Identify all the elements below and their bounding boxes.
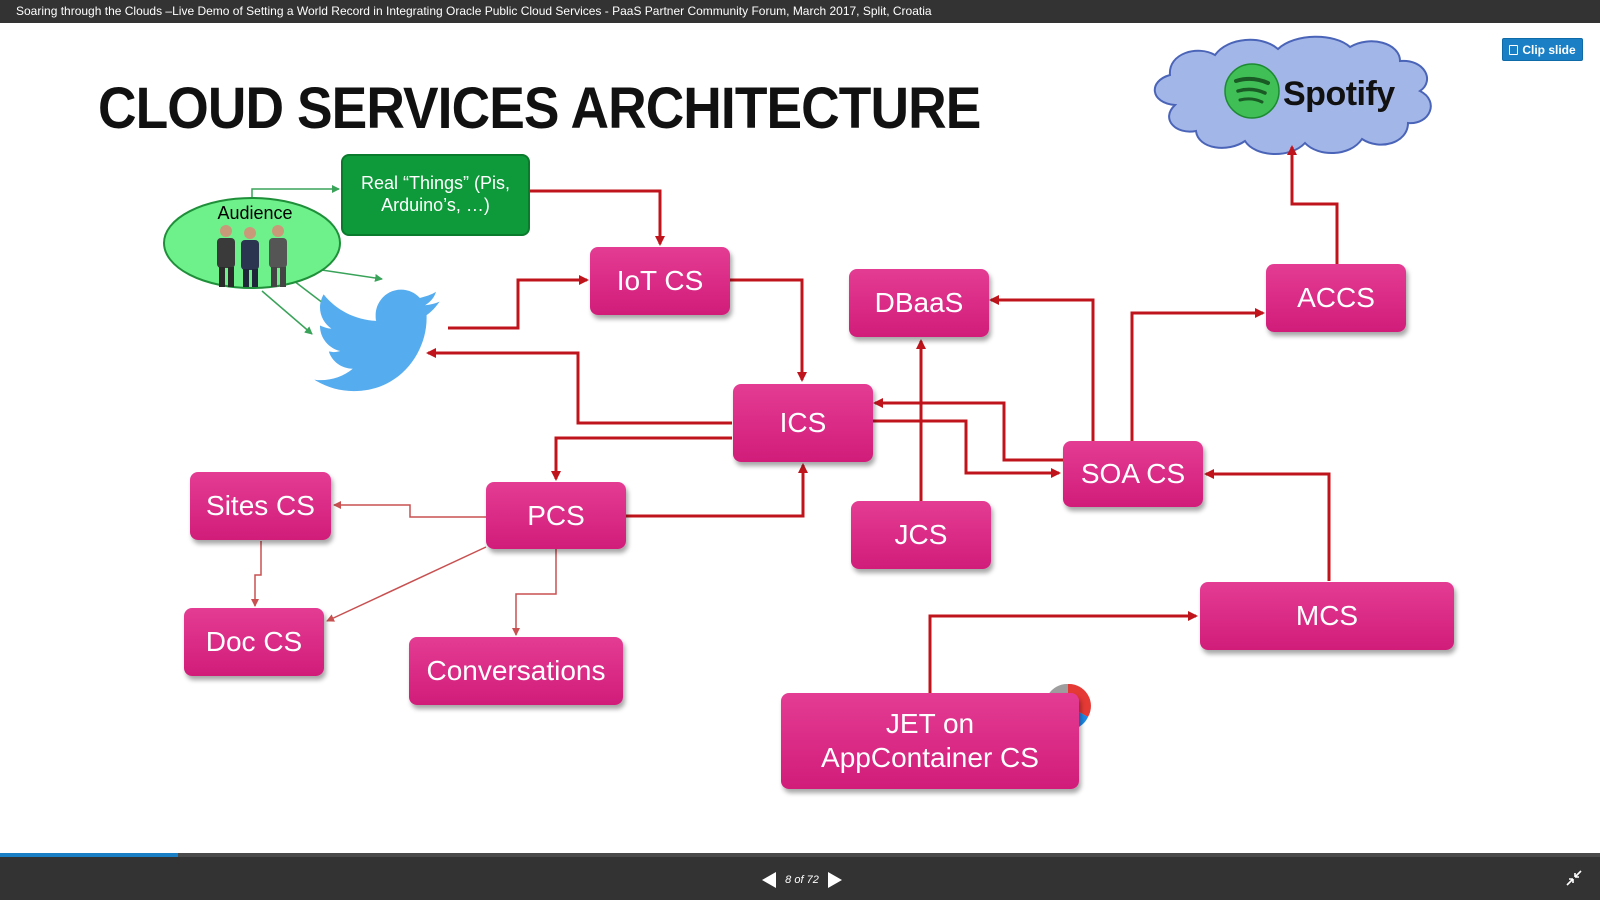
node-pcs: PCS (486, 482, 626, 549)
node-conversations: Conversations (409, 637, 623, 705)
arrow-ics-to-pcs (551, 436, 732, 481)
arrow-soa-to-ics (873, 398, 1067, 462)
node-jet-appcontainer: JET on AppContainer CS (781, 693, 1079, 789)
jet-line-1: JET on (885, 708, 975, 740)
arrow-twitter-to-iot (448, 275, 589, 330)
arrow-audience-to-twitter-1 (314, 268, 383, 282)
node-iot-cs: IoT CS (590, 247, 730, 315)
thin-arrows (251, 501, 557, 636)
arrow-pcs-to-conversations (512, 549, 557, 636)
node-dbaas: DBaaS (849, 269, 989, 337)
next-slide-button[interactable] (827, 872, 842, 888)
window-title: Soaring through the Clouds –Live Demo of… (16, 4, 932, 18)
audience-label: Audience (217, 203, 293, 223)
slide-title: CLOUD SERVICES ARCHITECTURE (98, 76, 981, 141)
node-ics: ICS (733, 384, 873, 462)
window-title-bar: Soaring through the Clouds –Live Demo of… (0, 0, 1600, 23)
twitter-bird-icon (314, 289, 440, 392)
node-accs: ACCS (1266, 264, 1406, 332)
node-soa-cs: SOA CS (1063, 441, 1203, 507)
slide-counter: 8 of 72 (785, 874, 819, 886)
previous-slide-button[interactable] (762, 872, 776, 888)
jet-line-2: AppContainer CS (821, 742, 1039, 773)
slide-pager: 8 of 72 (762, 870, 842, 890)
bottom-control-bar (0, 853, 1600, 900)
arrow-soa-to-accs (1130, 308, 1265, 441)
real-things-node: Real “Things” (Pis, Arduino’s, …) (341, 154, 530, 236)
slide-progress-fill (0, 853, 178, 857)
arrow-pcs-to-sites (333, 501, 486, 518)
node-doc-cs: Doc CS (184, 608, 324, 676)
arrow-soa-to-dbaas (989, 295, 1095, 441)
main-arrows (426, 145, 1339, 693)
arrow-jet-to-mcs (928, 611, 1198, 693)
arrow-pcs-to-ics (625, 463, 808, 518)
arrow-ics-to-soa (872, 419, 1061, 478)
slide-canvas: CLOUD SERVICES ARCHITECTURE Clip slide (0, 23, 1600, 853)
spotify-cloud (1153, 35, 1432, 156)
arrow-things-to-iot (530, 189, 665, 246)
collapse-fullscreen-icon[interactable] (1566, 870, 1582, 886)
slide-progress-bar[interactable] (0, 853, 1600, 857)
arrow-sites-to-doc (251, 541, 262, 607)
arrow-audience-to-twitter-3 (261, 290, 313, 335)
arrow-ics-to-twitter (426, 348, 732, 425)
arrow-mcs-to-soa (1204, 469, 1331, 581)
node-jcs: JCS (851, 501, 991, 569)
spotify-logo-icon (1224, 63, 1280, 119)
arrow-iot-to-ics (730, 278, 807, 382)
audience-people-icon (217, 225, 287, 287)
arrow-pcs-to-doc (326, 546, 487, 622)
spotify-wordmark: Spotify (1283, 75, 1395, 113)
clip-slide-button[interactable]: Clip slide (1502, 38, 1583, 61)
node-mcs: MCS (1200, 582, 1454, 650)
arrow-accs-to-spotify (1287, 145, 1339, 264)
clip-slide-label: Clip slide (1522, 43, 1576, 57)
node-sites-cs: Sites CS (190, 472, 331, 540)
clip-icon (1509, 45, 1519, 55)
